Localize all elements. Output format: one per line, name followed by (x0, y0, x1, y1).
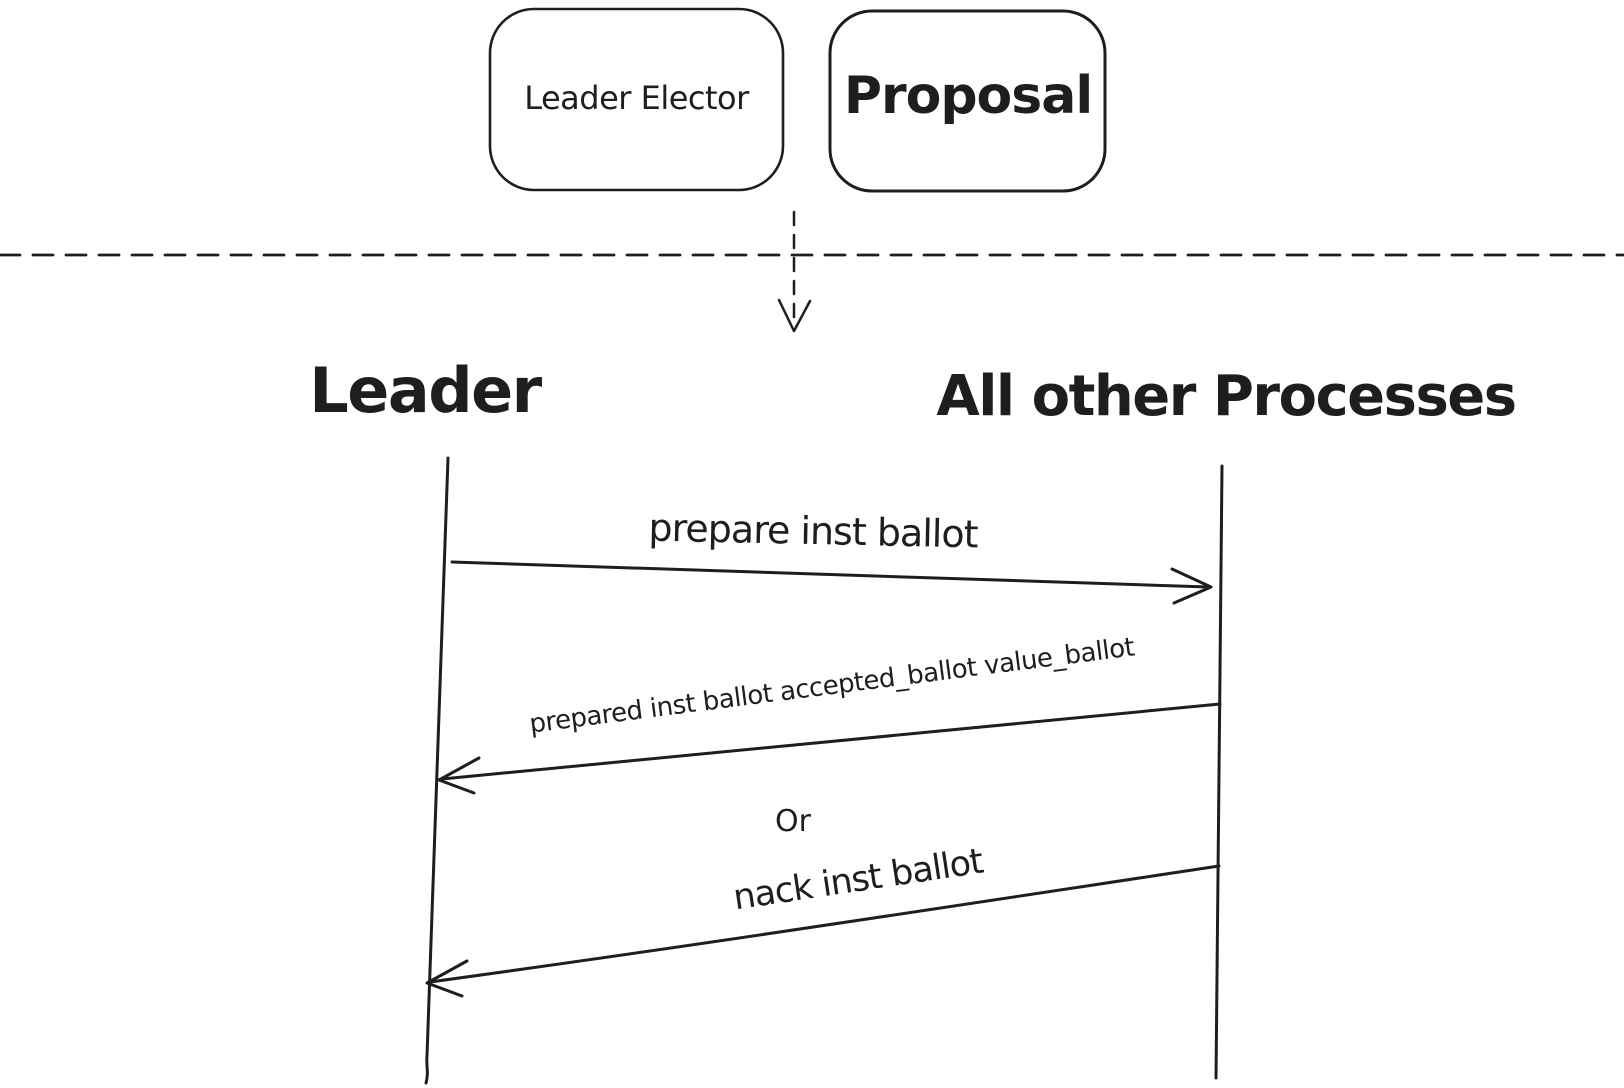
leader-lifeline (424, 456, 450, 1085)
or-label: Or (775, 804, 811, 839)
message-3-line (428, 864, 1221, 984)
message-2-arrowhead-icon (437, 756, 481, 795)
other-processes-actor-heading: All other Processes (936, 364, 1517, 429)
proposal-box (828, 9, 1107, 193)
leader-actor-heading: Leader (309, 354, 542, 427)
leader-elector-box (488, 7, 785, 192)
leader-elector-label: Leader Elector (524, 79, 749, 117)
message-1-line (450, 560, 1210, 589)
proposal-label: Proposal (843, 66, 1093, 126)
flow-arrowhead-icon (777, 298, 812, 333)
message-1-arrowhead-icon (1170, 567, 1213, 605)
message-3-arrowhead-icon (425, 959, 469, 998)
other-processes-lifeline (1214, 464, 1224, 1080)
message-1-label: prepare inst ballot (648, 505, 978, 557)
message-2-line (440, 702, 1222, 781)
